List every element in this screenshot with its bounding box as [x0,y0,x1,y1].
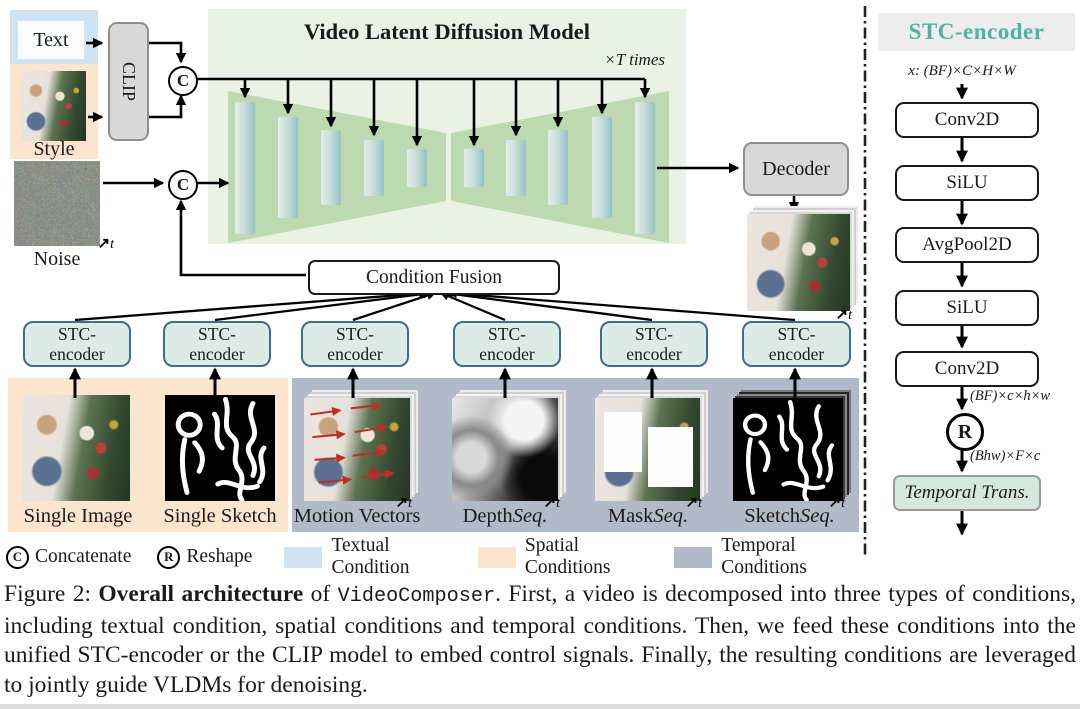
stc-panel-header: STC-encoder [878,13,1075,51]
time-axis-arrow-icon: ↗t [828,495,845,511]
stc-encoder-box-6: STC-encoder [742,321,851,367]
motion-vectors-thumb: ↗t [304,398,412,511]
decoder-box: Decoder [743,142,849,196]
silu-box-2: SiLU [895,290,1039,326]
t-times-label: ×T times [604,50,665,69]
unet-block [364,140,384,196]
time-axis-arrow-icon: ↗t [395,495,412,511]
single-sketch-label: Single Sketch [163,504,277,527]
caption-rest: . First, a video is decomposed into thre… [4,581,1076,698]
connector-lines [69,6,968,556]
stc-mid-dim: (BF)×c×h×w [970,388,1051,404]
condition-fusion-box: Condition Fusion [308,260,560,295]
unet-block [321,130,341,205]
output-video-frames: ↗t [747,214,852,323]
unet-block [235,102,255,234]
reshape-legend-label: Reshape [186,546,253,567]
concatenate-node-bottom: C [168,170,198,200]
stc-out-dim: (Bhw)×F×c [970,448,1041,464]
concatenate-node-top: C [168,66,198,96]
textual-condition-label: Textual Condition [331,535,410,578]
unet-block [278,117,298,218]
concatenate-legend-icon: C [6,545,29,569]
caption-code: VideoComposer [337,585,496,608]
avgpool2d-box: AvgPool2D [895,227,1039,263]
time-axis-arrow-icon: ↗t [97,236,114,252]
mask-sequence-label: Mask Seq. [607,504,689,527]
unet-block [592,117,612,218]
conv2d-box-1: Conv2D [895,102,1039,138]
sketch-sequence-label: Sketch Seq. [744,504,835,527]
stc-encoder-box-1: STC-encoder [23,321,131,367]
conv2d-box-2: Conv2D [895,351,1039,387]
temporal-transformer-box: Temporal Trans. [893,475,1041,511]
text-input-label: Text [33,28,69,51]
clip-encoder-box: CLIP [108,22,149,141]
stc-encoder-box-5: STC-encoder [600,321,708,367]
stc-encoder-box-4: STC-encoder [453,321,561,367]
single-image-thumb [22,395,130,501]
concatenate-legend-label: Concatenate [35,546,132,567]
mask-sequence-thumb: ↗t [595,398,702,511]
spatial-conditions-swatch [477,546,516,568]
figure-caption: Figure 2: Overall architecture of VideoC… [4,581,1076,698]
unet-block [635,102,655,234]
stc-encoder-box-2: STC-encoder [163,321,271,367]
temporal-conditions-label: Temporal Conditions [721,535,807,578]
caption-figure-label: Figure 2: [4,581,99,607]
unet-block [464,149,484,187]
unet-block [548,130,568,205]
stc-input-dim: x: (BF)×C×H×W [908,62,1016,79]
temporal-conditions-swatch [674,546,713,568]
caption-bold: Overall architecture [98,581,304,607]
time-axis-arrow-icon: ↗t [835,307,852,323]
legend: C Concatenate R Reshape Textual Conditio… [6,535,862,578]
depth-sequence-label: Depth Seq. [462,504,548,527]
noise-image: ↗t [14,161,114,252]
bottom-divider [0,704,1080,709]
silu-box-1: SiLU [895,165,1039,201]
textual-condition-swatch [284,546,323,568]
clip-label: CLIP [119,61,139,101]
stc-panel-title: STC-encoder [908,19,1045,44]
single-image-label: Single Image [23,504,133,527]
unet-block [407,149,427,187]
sketch-sequence-thumb: ↗t [733,398,845,511]
style-image [21,71,86,141]
reshape-legend-icon: R [157,545,181,569]
reshape-node: R [946,413,984,451]
spatial-conditions-label: Spatial Conditions [524,535,611,578]
vldm-title: Video Latent Diffusion Model [303,19,591,44]
motion-vectors-label: Motion Vectors [293,504,421,527]
depth-sequence-thumb: ↗t [452,398,560,511]
time-axis-arrow-icon: ↗t [543,495,560,511]
single-sketch-thumb [165,395,275,501]
time-axis-arrow-icon: ↗t [685,495,702,511]
text-input-box: Text [18,21,84,59]
noise-label: Noise [33,247,81,270]
stc-encoder-box-3: STC-encoder [301,321,409,367]
unet-block [506,140,526,196]
style-label: Style [33,138,75,160]
